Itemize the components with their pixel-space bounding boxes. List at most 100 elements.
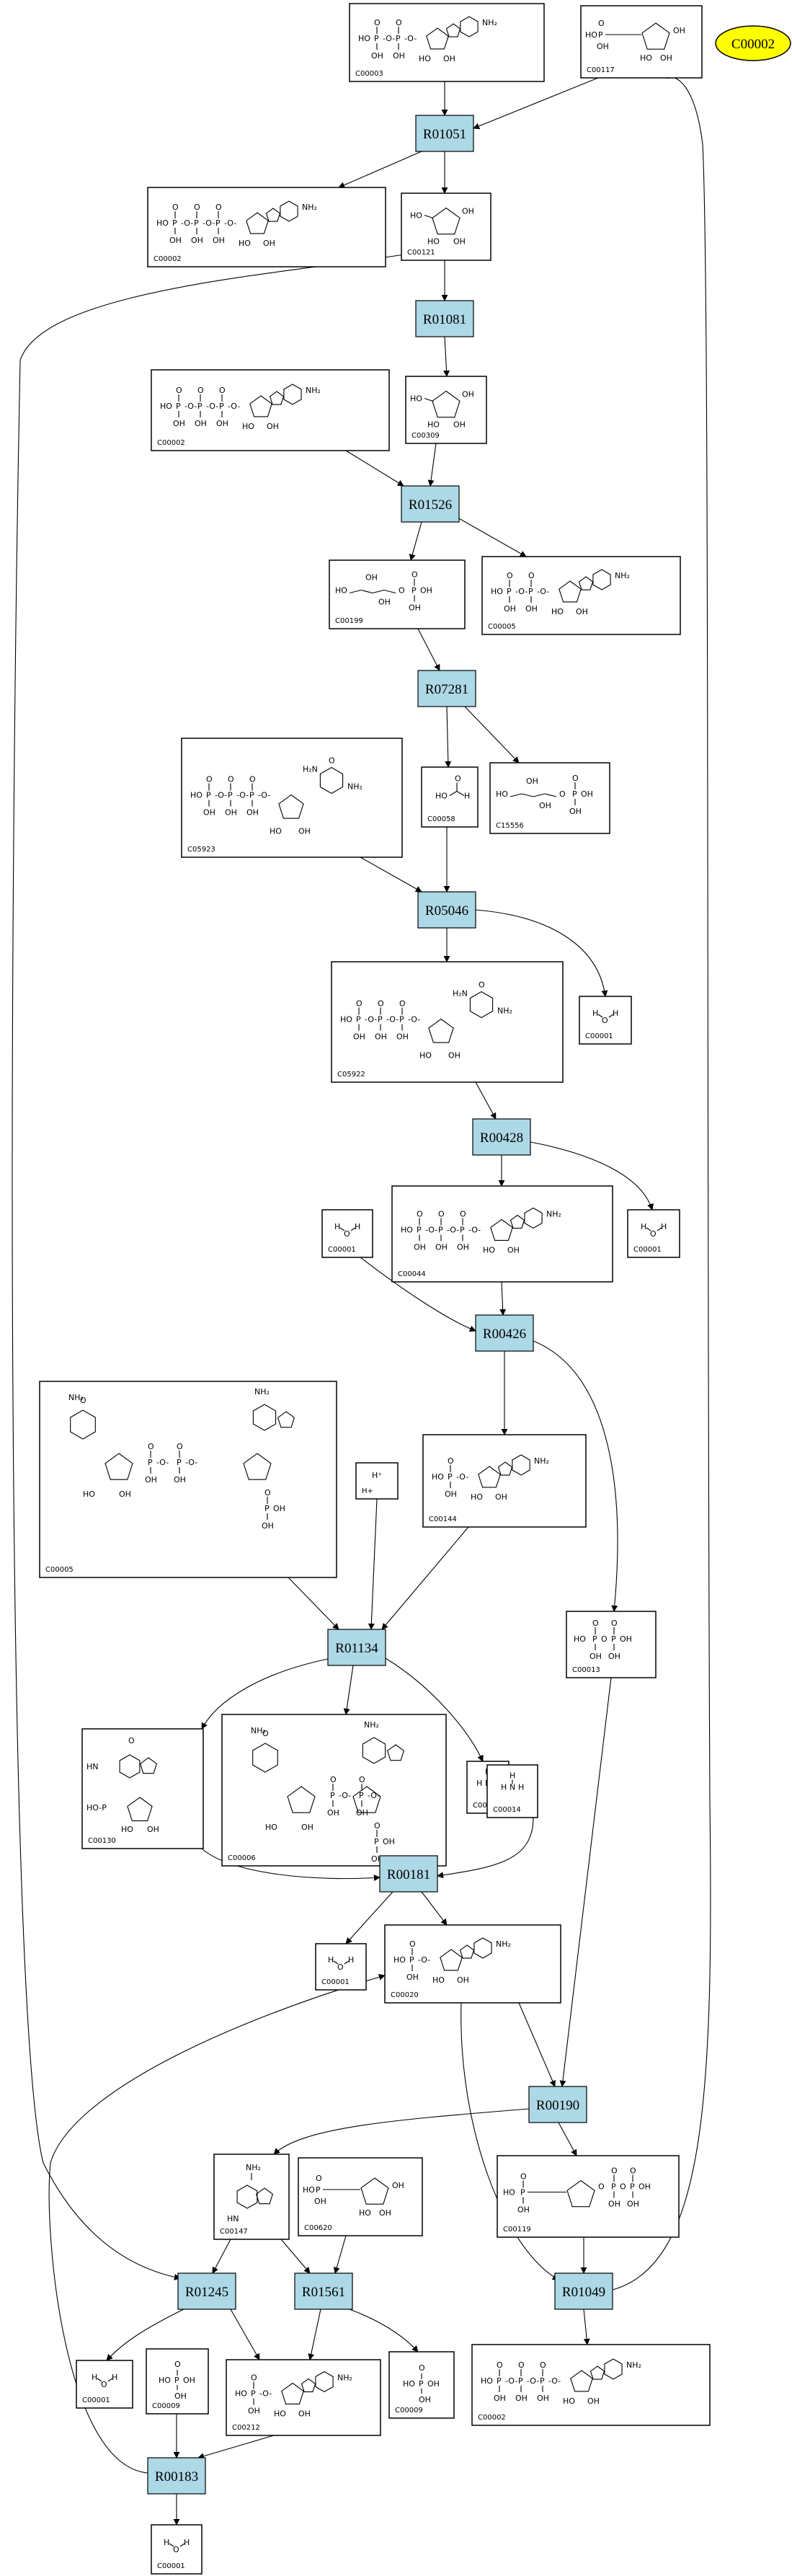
reaction-node[interactable]: R01051	[415, 115, 474, 152]
structure-bond	[424, 397, 434, 402]
structure-atom: OH	[448, 1051, 460, 1061]
compound-label: C00005	[488, 623, 516, 631]
structure-bond	[179, 2543, 185, 2547]
reaction-node[interactable]: R00426	[475, 1314, 534, 1352]
structure-atom: O	[330, 1775, 337, 1784]
structure-atom: -O-	[456, 1472, 468, 1482]
compound-box	[384, 1924, 561, 2004]
structure-ring	[287, 1786, 316, 1813]
structure-bond	[339, 1227, 345, 1231]
reaction-node[interactable]: R01561	[294, 2272, 353, 2310]
reaction-node[interactable]: R05046	[417, 891, 476, 929]
compound-box	[151, 2524, 203, 2575]
structure-atom: -O-	[468, 1226, 481, 1235]
structure-atom: NH₂	[364, 1720, 379, 1730]
reaction-box	[417, 891, 476, 929]
structure-atom: NH₂	[626, 2360, 641, 2370]
edge	[368, 1498, 378, 1630]
structure-atom: OH	[608, 1652, 620, 1661]
compound-box	[391, 1185, 613, 1283]
structure-atom: O	[194, 203, 200, 212]
edge	[212, 2239, 231, 2274]
structure-atom: N	[510, 1783, 515, 1792]
edge	[333, 2235, 347, 2274]
structure-atom: P	[316, 2185, 321, 2195]
reaction-node[interactable]: R01081	[415, 300, 474, 337]
reaction-box	[147, 2457, 206, 2495]
structure-atom: O	[559, 789, 566, 799]
reaction-node[interactable]: R00181	[379, 1855, 438, 1893]
structure-ring	[252, 1404, 277, 1431]
highlight-node[interactable]: C00002	[715, 25, 791, 61]
structure-atom: HO	[190, 791, 203, 800]
structure-atom: P	[378, 1015, 383, 1024]
structure-atom: OH	[327, 1808, 339, 1818]
structure-atom: OH	[504, 604, 516, 614]
reaction-node[interactable]: R01049	[554, 2272, 613, 2310]
structure-atom: OH	[298, 827, 311, 836]
reaction-node[interactable]: R00190	[528, 2086, 587, 2123]
compound-node[interactable]: H⁺H+	[355, 1462, 399, 1500]
reaction-node[interactable]: R00428	[472, 1118, 531, 1156]
structure-atom: O	[174, 2360, 181, 2369]
reaction-node[interactable]: R01526	[401, 485, 460, 523]
structure-atom: P	[176, 402, 181, 411]
edge	[427, 443, 437, 487]
compound-label: C00002	[157, 439, 185, 447]
structure-ring	[277, 1411, 295, 1428]
structure-atom: O	[396, 18, 402, 27]
structure-atom: O	[316, 2174, 322, 2183]
reaction-node[interactable]: R07281	[417, 670, 476, 707]
reaction-node[interactable]: R01134	[327, 1629, 386, 1666]
structure-atom: H	[501, 1783, 507, 1792]
structure-atom: O	[262, 1729, 269, 1738]
reaction-node[interactable]: R00183	[147, 2457, 206, 2495]
compound-label: C00199	[335, 617, 363, 625]
structure-atom: P	[264, 1504, 270, 1513]
structure-atom: O	[101, 2380, 107, 2389]
structure-atom: O	[601, 1634, 608, 1644]
reaction-node[interactable]: R01245	[177, 2272, 236, 2310]
reaction-box	[327, 1629, 386, 1666]
structure-atom: HO	[235, 2389, 247, 2399]
compound-label: C05922	[337, 1071, 365, 1079]
structure-atom: H	[112, 2373, 117, 2382]
structure-atom: P	[228, 791, 233, 800]
structure-atom: OH	[507, 1246, 520, 1255]
structure-atom: OH	[183, 2376, 195, 2385]
structure-atom: O	[359, 1775, 365, 1784]
